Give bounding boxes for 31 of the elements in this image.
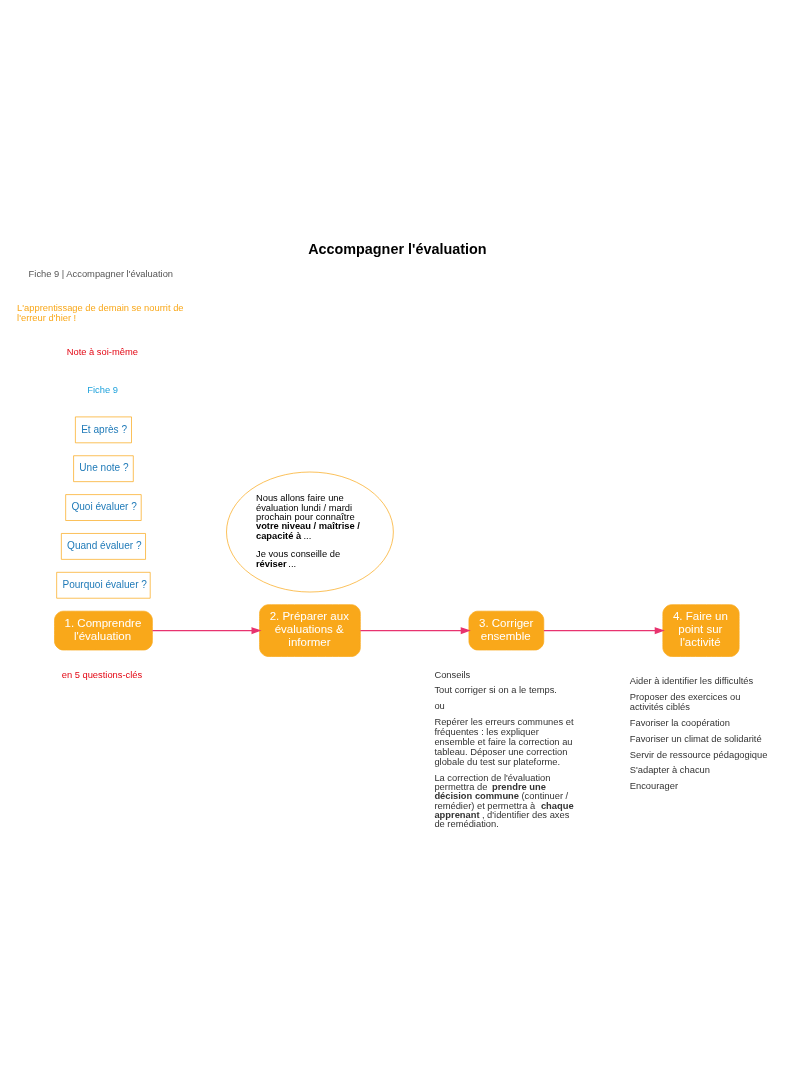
node-label: en 5 questions-clés <box>61 670 143 681</box>
node-box: 2. Préparer aux évaluations & informer <box>259 604 361 657</box>
node-label: La correction de l'évaluation permettra de prendre une décision commune (continuer / remédier) et permettra à chaque apprenant, d'identifier des axes de remédiation. <box>434 772 574 830</box>
arrow <box>543 627 665 635</box>
node-label: Repérer les erreurs communes et fréquentes : les expliquer ensemble et faire la correction au tableau. Déposer une correction globale du test sur plateforme. <box>434 717 574 768</box>
node-label: Proposer des exercices ou activités ciblés <box>629 691 741 713</box>
node-label: Conseils <box>434 669 471 680</box>
node-box: Et après ? <box>75 416 132 444</box>
node-label: S'adapter à chacun <box>629 765 710 776</box>
arrow <box>359 627 471 635</box>
label: Note à soi-même <box>66 346 138 357</box>
node-box: Une note ? <box>73 455 134 482</box>
node-box: Quand évaluer ? <box>61 533 146 560</box>
diagram-title: Accompagner l'évaluation <box>308 240 487 257</box>
node-label: Aider à identifier les difficultés <box>629 676 754 687</box>
node-label: ou <box>434 701 445 712</box>
node-box: 3. Corriger ensemble <box>468 610 545 651</box>
node-box: 1. Comprendre l'évaluation <box>54 610 153 651</box>
node-box: 4. Faire un point sur l'activité <box>662 604 740 657</box>
node-label: Favoriser un climat de solidarité <box>629 733 762 744</box>
arrow <box>151 627 262 635</box>
node-label: Servir de ressource pédagogique <box>629 749 768 760</box>
node-label: Favoriser la coopération <box>629 717 731 728</box>
node-box: Quoi évaluer ? <box>65 494 142 521</box>
node-label: Tout corriger si on a le temps. <box>434 685 557 696</box>
label: Fiche 9 | Accompagner l'évaluation <box>28 268 174 279</box>
label: L'apprentissage de demain se nourrit de l'erreur d'hier ! <box>17 302 184 323</box>
label: Fiche 9 <box>87 385 118 396</box>
node-label: Encourager <box>629 781 679 792</box>
node-ellipse: Nous allons faire une évaluation lundi / mardi prochain pour connaître votre niveau / maîtrise / capacité à ... Je vous conseille de réviser... <box>226 471 394 593</box>
node-box: Pourquoi évaluer ? <box>56 571 151 599</box>
